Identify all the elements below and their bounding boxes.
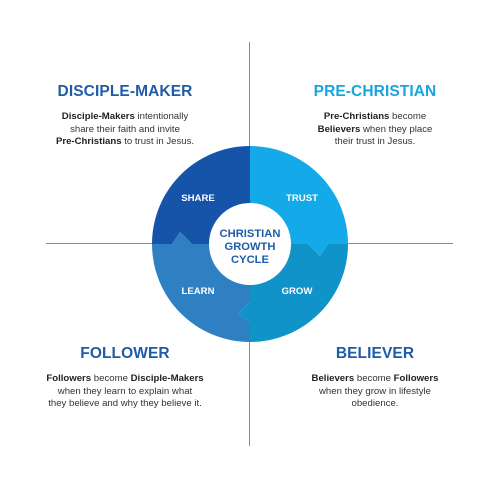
description-text: when they place [360,123,433,135]
quadrant-description-pre-christian: Pre-Christians become Believers when the… [280,111,470,149]
quadrant-follower: FOLLOWER Followers become Disciple-Maker… [30,345,220,411]
segment-grow [238,244,348,342]
description-text: become [354,373,394,384]
quadrant-description-disciple-maker: Disciple-Makers intentionally share thei… [30,111,220,149]
description-text: when they learn to explain what [57,385,193,397]
quadrant-believer: BELIEVER Believers become Followers when… [280,345,470,411]
term-disciple-makers: Disciple-Makers [130,373,204,384]
term-disciple-makers: Disciple-Makers [61,111,135,122]
quadrant-pre-christian: PRE-CHRISTIAN Pre-Christians become Beli… [280,83,470,149]
term-followers: Followers [46,373,92,384]
term-followers: Followers [393,373,439,384]
description-text: become [91,373,131,384]
description-text: become [389,111,427,122]
segment-trust [250,146,348,256]
description-text: intentionally [134,111,189,122]
description-text: obedience. [351,398,399,410]
quadrant-title-believer: BELIEVER [335,345,415,362]
quadrant-description-follower: Followers become Disciple-Makers when th… [30,373,220,411]
term-believers: Believers [311,373,355,384]
segment-learn [152,232,250,342]
segment-label-grow: GROW [282,286,314,297]
segment-label-learn: LEARN [181,286,214,297]
quadrant-title-disciple-maker: DISCIPLE-MAKER [57,83,193,100]
wheel-center-disc [209,203,291,285]
description-text: to trust in Jesus. [121,136,195,148]
quadrant-description-believer: Believers become Followers when they gro… [280,373,470,411]
term-pre-christians: Pre-Christians [323,111,390,122]
description-text: share their faith and invite [70,123,180,135]
center-label-line1: CHRISTIAN [220,228,281,240]
quadrant-title-pre-christian: PRE-CHRISTIAN [313,83,437,100]
quadrant-disciple-maker: DISCIPLE-MAKER Disciple-Makers intention… [30,83,220,149]
term-believers: Believers [317,123,361,135]
description-text: their trust in Jesus. [334,136,416,148]
description-text: when they grow in lifestyle [319,385,431,397]
segment-share [152,146,262,244]
center-label-line2: GROWTH [225,241,276,253]
description-text: they believe and why they believe it. [48,398,202,410]
wheel-segments [152,146,348,342]
center-label-line3: CYCLE [231,254,269,266]
term-pre-christians: Pre-Christians [55,136,122,148]
quadrant-title-follower: FOLLOWER [80,345,170,362]
segment-label-trust: TRUST [286,193,318,204]
segment-label-share: SHARE [181,193,215,204]
